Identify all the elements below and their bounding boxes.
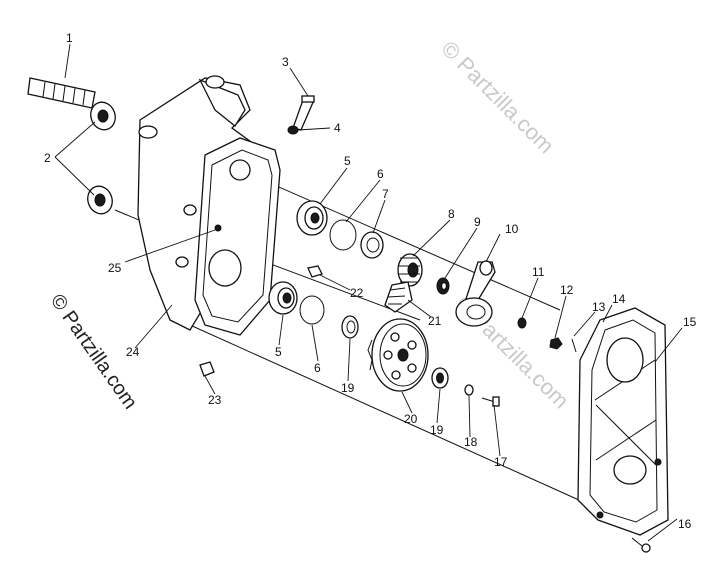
callout-23: 23	[208, 393, 222, 407]
callout-5-lower: 5	[275, 345, 282, 359]
callout-11: 11	[532, 265, 545, 279]
bearing-lower	[268, 281, 298, 315]
callout-10: 10	[505, 222, 519, 236]
housing-plate	[194, 137, 281, 336]
bearing-upper	[296, 200, 328, 236]
callout-18: 18	[464, 435, 478, 449]
callout-20: 20	[404, 412, 418, 426]
bolt-17	[481, 396, 500, 407]
nut-12	[549, 337, 563, 350]
callout-19-left: 19	[341, 381, 355, 395]
washer-18	[464, 384, 474, 396]
cover-bolt-16	[631, 537, 651, 553]
callout-24: 24	[126, 345, 140, 359]
seal-7	[360, 231, 384, 259]
callout-12: 12	[560, 283, 574, 297]
callout-1: 1	[66, 31, 73, 45]
callout-17: 17	[494, 455, 508, 469]
clip-13	[571, 338, 577, 353]
callout-14: 14	[612, 292, 626, 306]
chaincase-housing	[137, 75, 263, 331]
chaincase-cover	[577, 307, 669, 536]
callout-7: 7	[382, 187, 389, 201]
sprocket-8	[397, 253, 423, 287]
callout-2: 2	[44, 151, 51, 165]
watermark-top-right: © Partzilla.com	[436, 36, 559, 159]
callout-16: 16	[678, 517, 692, 531]
o-ring-11	[517, 317, 527, 329]
bolt-3	[292, 95, 315, 131]
callout-6-upper: 6	[377, 167, 384, 181]
callout-4: 4	[334, 121, 341, 135]
shaft	[27, 77, 96, 109]
snap-ring-lower	[299, 295, 325, 325]
callout-21: 21	[428, 314, 442, 328]
tensioner-arm-10	[455, 260, 496, 327]
shaft-washer-upper	[90, 101, 116, 131]
callout-13: 13	[592, 300, 606, 314]
chain-21	[384, 281, 413, 313]
dowel-22	[307, 265, 323, 278]
callout-3: 3	[282, 55, 289, 69]
leader-lines	[54, 43, 683, 542]
spacer-19-left	[341, 315, 359, 339]
callout-19-right: 19	[430, 423, 444, 437]
shaft-washer-lower	[87, 185, 113, 215]
callout-8: 8	[448, 207, 455, 221]
callout-22: 22	[350, 286, 364, 300]
svg-text:© Partzilla.com: © Partzilla.com	[436, 36, 559, 159]
callout-labels: 1 2 3 4 5 6 7 8 9 10 11 12 13 14 15 16 1…	[44, 31, 697, 531]
spacer-19-right	[431, 367, 449, 389]
callout-6-lower: 6	[314, 361, 321, 375]
nut-23	[199, 361, 215, 377]
washer-9	[436, 277, 450, 295]
washer-4	[287, 125, 299, 135]
callout-15: 15	[683, 315, 697, 329]
callout-25: 25	[108, 261, 122, 275]
stud-25	[215, 225, 221, 231]
callout-5-upper: 5	[344, 154, 351, 168]
sprocket-20	[367, 318, 429, 392]
callout-9: 9	[474, 215, 481, 229]
snap-ring-upper	[329, 219, 357, 251]
